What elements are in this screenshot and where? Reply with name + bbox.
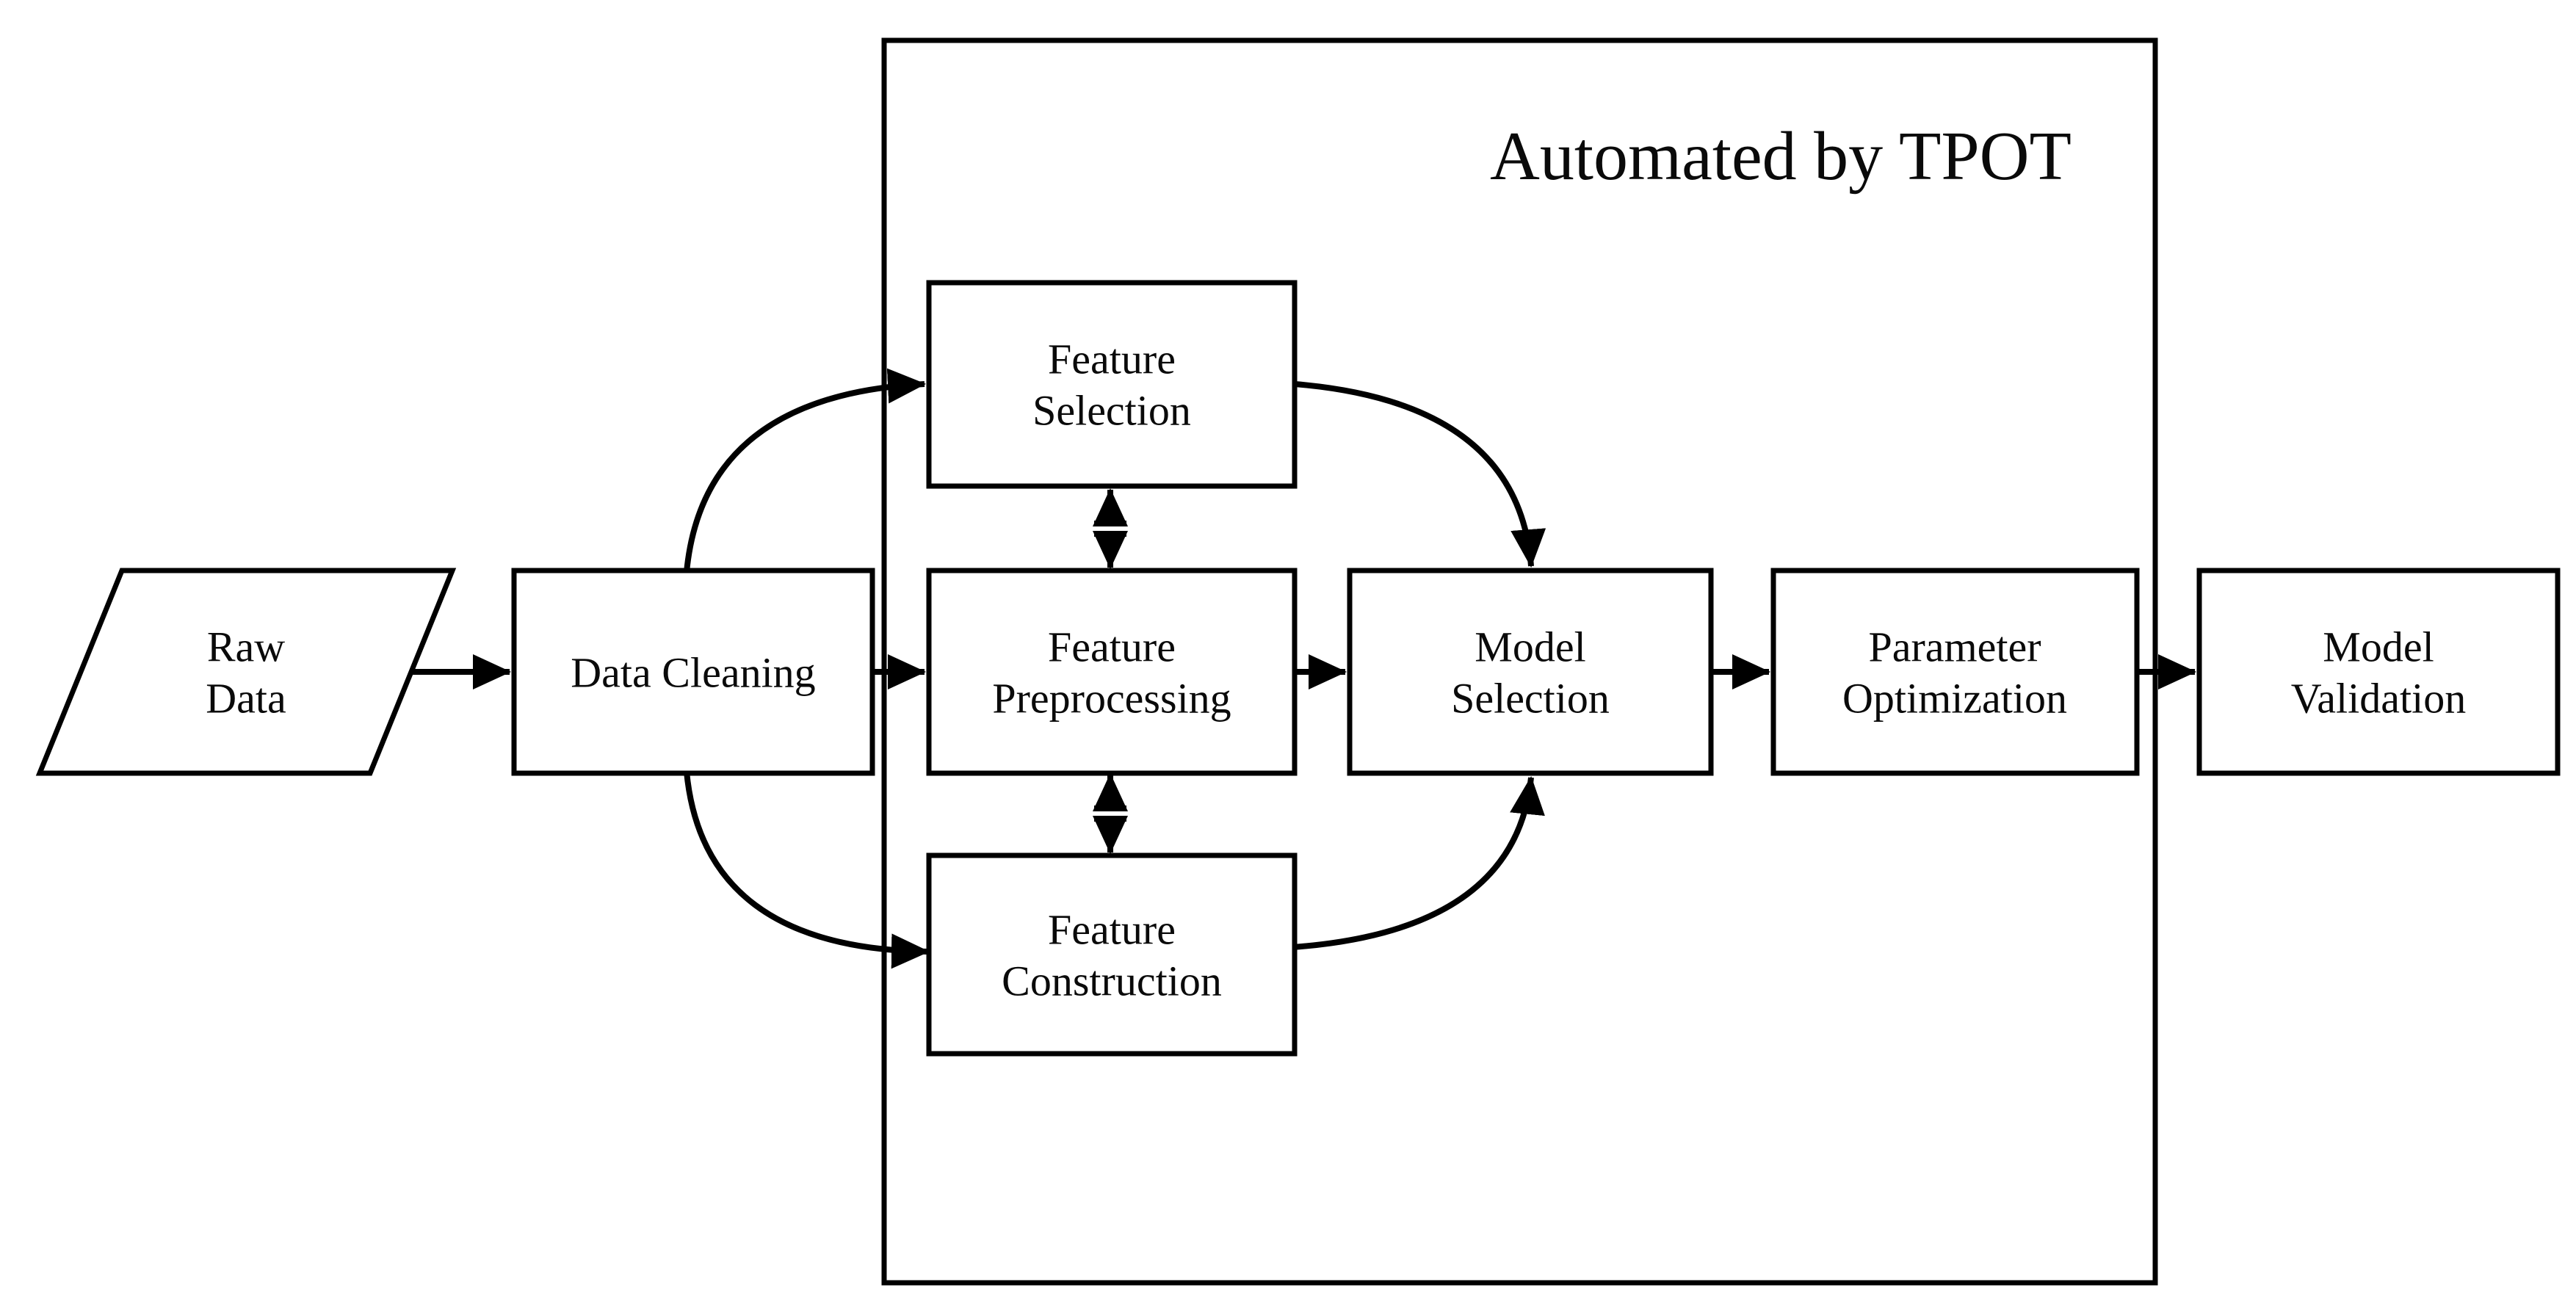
parameter-optimization-label-line2: Optimization <box>1842 675 2067 723</box>
model-selection-label-line1: Model <box>1475 623 1585 671</box>
node-feature-preprocessing: Feature Preprocessing <box>926 568 1298 776</box>
node-data-cleaning: Data Cleaning <box>511 568 875 776</box>
data-cleaning-shape <box>511 568 875 776</box>
model-selection-label-line2: Selection <box>1451 675 1610 723</box>
parameter-optimization-label-line1: Parameter <box>1868 623 2041 671</box>
feature-construction-label-line1: Feature <box>1048 906 1176 954</box>
feature-preprocessing-label-line1: Feature <box>1048 623 1176 671</box>
raw-data-shape <box>35 568 457 776</box>
raw-data-label-line1: Raw <box>207 623 285 671</box>
feature-construction-shape <box>926 852 1298 1057</box>
feature-selection-label-line2: Selection <box>1032 387 1191 435</box>
edge-featureconstruction-modelselection <box>1292 776 1545 950</box>
node-parameter-optimization: Parameter Optimization <box>1770 568 2140 776</box>
automation-region-title: Automated by TPOT <box>1490 118 2072 195</box>
raw-data-label-line2: Data <box>206 675 286 723</box>
node-feature-selection: Feature Selection <box>926 280 1298 489</box>
feature-preprocessing-shape <box>926 568 1298 776</box>
data-cleaning-label: Data Cleaning <box>571 649 815 697</box>
node-feature-construction: Feature Construction <box>926 852 1298 1057</box>
edge-datacleaning-featureconstruction <box>684 771 930 969</box>
feature-selection-shape <box>926 280 1298 489</box>
edge-featurepreprocessing-featureconstruction-bidirectional <box>1093 773 1128 854</box>
model-selection-shape <box>1347 568 1714 776</box>
parameter-optimization-shape <box>1770 568 2140 776</box>
node-model-validation: Model Validation <box>2196 568 2561 776</box>
edge-featureselection-featurepreprocessing-bidirectional <box>1093 488 1128 569</box>
edge-featureselection-modelselection <box>1294 381 1546 568</box>
feature-preprocessing-label-line2: Preprocessing <box>992 675 1231 723</box>
node-model-selection: Model Selection <box>1347 568 1714 776</box>
model-validation-label-line2: Validation <box>2291 675 2466 723</box>
feature-selection-label-line1: Feature <box>1048 336 1176 383</box>
model-validation-label-line1: Model <box>2323 623 2434 671</box>
model-validation-shape <box>2196 568 2561 776</box>
node-raw-data: Raw Data <box>35 568 457 776</box>
edge-datacleaning-featureselection <box>684 368 926 573</box>
feature-construction-label-line2: Construction <box>1002 957 1222 1005</box>
